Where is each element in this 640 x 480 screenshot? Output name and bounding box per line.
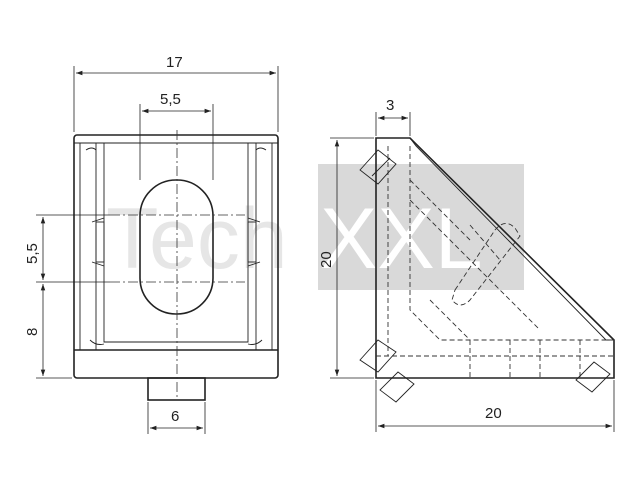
dim-front-tab-width: 6 <box>147 402 206 434</box>
dim-front-tab-width-label: 6 <box>171 408 179 425</box>
dim-front-slot-width-label: 5,5 <box>160 91 181 108</box>
dim-front-slot-height-label: 5,5 <box>24 243 41 264</box>
dim-side-height-label: 20 <box>318 251 335 268</box>
dim-front-total-width-label: 17 <box>166 54 183 71</box>
watermark-text-left: Tech <box>106 191 288 287</box>
front-view: 17 5,5 5,5 8 6 <box>24 54 279 434</box>
watermark: Tech XXL <box>106 164 524 290</box>
side-view: 3 20 20 <box>318 97 615 432</box>
watermark-box <box>318 164 524 290</box>
dim-front-slot-height: 5,5 <box>24 214 110 283</box>
dim-side-top-width-label: 3 <box>386 97 394 114</box>
watermark-text-right: XXL <box>320 191 483 287</box>
dim-front-slot-width: 5,5 <box>139 91 214 180</box>
front-slot <box>139 179 214 315</box>
dim-side-base-width: 20 <box>375 380 615 432</box>
dim-front-total-width: 17 <box>73 54 279 132</box>
side-body-outline <box>375 137 615 379</box>
dim-front-lower-height-label: 8 <box>24 328 41 336</box>
side-hidden-edges <box>376 146 614 378</box>
front-side-notches <box>89 217 263 345</box>
dim-side-base-width-label: 20 <box>485 405 502 422</box>
front-bottom-tab <box>147 377 206 401</box>
dim-front-lower-height: 8 <box>24 284 72 379</box>
dim-side-top-width: 3 <box>375 97 411 136</box>
side-corner-pegs <box>359 149 611 403</box>
dim-side-height: 20 <box>318 137 374 379</box>
